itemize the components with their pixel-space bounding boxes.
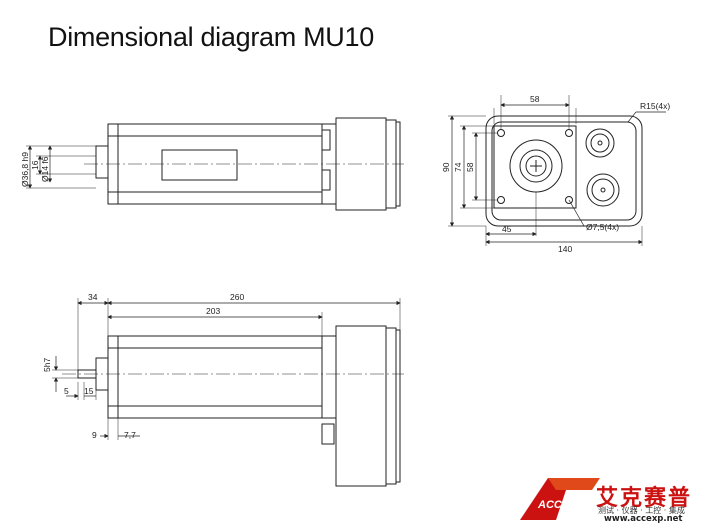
connector-large [586, 173, 620, 207]
shaft [95, 145, 109, 179]
dim-height-holes: 58 [465, 162, 475, 172]
watermark-tagline: 测试 · 仪器 · 工控 · 集成 [598, 506, 685, 515]
connector-small [585, 128, 615, 158]
dim-width-total: 140 [558, 244, 572, 254]
diagram-title: Dimensional diagram MU10 [48, 22, 374, 52]
label-plate [161, 149, 238, 181]
dim-key-offset: 5 [64, 386, 69, 396]
dim-hole-diameter: Ø7,5(4x) [586, 222, 619, 232]
mounting-flange [493, 125, 577, 209]
watermark-brand: 艾克赛普 [596, 486, 693, 511]
front-view [448, 95, 666, 246]
dim-key-width: 5h7 [42, 358, 52, 372]
dim-shaft-length: 16 [30, 160, 40, 170]
front-plate [485, 115, 643, 227]
dim-shaft-offset: 34 [88, 292, 98, 302]
dim-height-total: 90 [441, 162, 451, 172]
logo-text: ACCEXP [537, 499, 585, 511]
dim-corner-radius: R15(4x) [640, 101, 670, 111]
dim-overall-length: 260 [230, 292, 244, 302]
side-view [26, 117, 404, 211]
dim-key-length: 15 [84, 386, 94, 396]
dim-hole-spacing-top: 58 [530, 94, 540, 104]
dim-flange-thickness: 9 [92, 430, 97, 440]
dim-center-offset: 45 [502, 224, 512, 234]
dim-shaft-diameter: Ø36,8 h9 [20, 152, 30, 187]
bottom-end-housing [335, 325, 387, 487]
watermark-logo-mark: ACCEXP [520, 478, 600, 520]
bottom-view [52, 298, 404, 487]
dim-body-length: 203 [206, 306, 220, 316]
dim-height-flange: 74 [453, 162, 463, 172]
watermark-url: www.accexp.net [604, 514, 683, 524]
dim-wall-thickness: 7,7 [124, 430, 136, 440]
dim-shaft-fit: Ø14 f6 [40, 156, 50, 182]
